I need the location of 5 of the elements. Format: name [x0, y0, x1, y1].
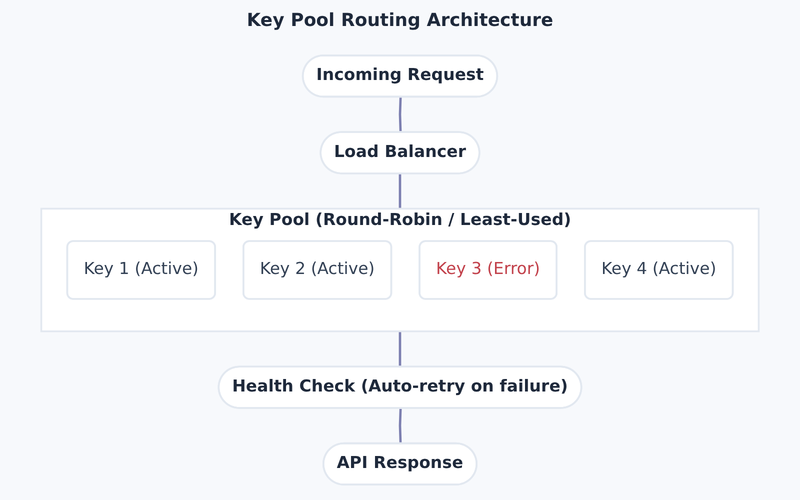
connector	[398, 331, 402, 367]
diagram-title: Key Pool Routing Architecture	[246, 10, 554, 31]
connector	[398, 408, 402, 444]
connector	[398, 97, 402, 133]
connector	[398, 173, 402, 209]
